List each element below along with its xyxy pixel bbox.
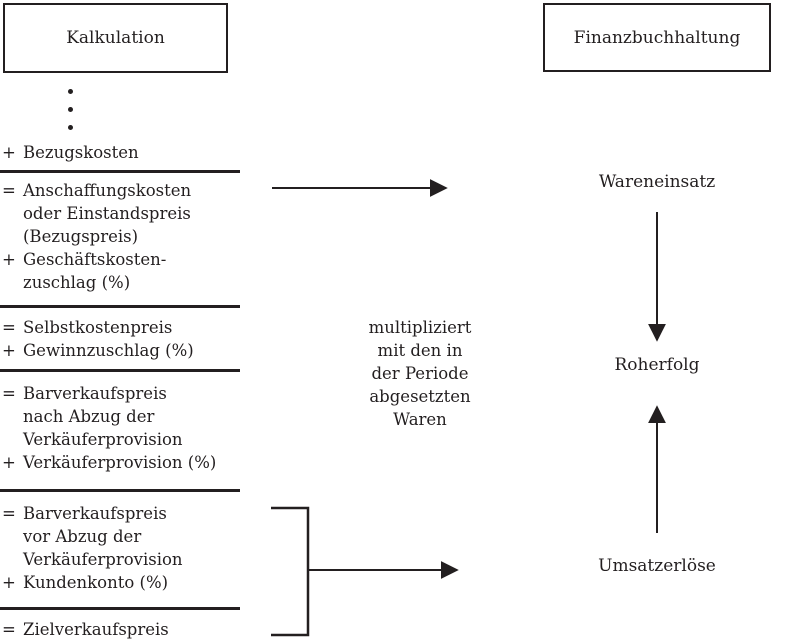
sum-rule [0,369,240,372]
calc-line: oder Einstandspreis [0,202,240,225]
calc-line: (Bezugspreis) [0,225,240,248]
bracket-shape [271,506,310,637]
calc-operator: = [2,620,16,639]
calc-line: = Zielverkaufspreis [0,618,240,641]
calc-line: = Anschaffungskosten [0,179,240,202]
label-wareneinsatz: Wareneinsatz [598,172,716,192]
calc-text: nach Abzug der [23,407,155,426]
calc-text: vor Abzug der [23,527,142,546]
calc-text: Geschäftskosten- [23,250,167,269]
calc-text: Kundenkonto (%) [23,573,169,592]
calc-operator [0,428,23,451]
calc-operator: + [2,573,16,592]
ellipsis-dots-icon [68,89,73,130]
calc-operator: + [2,250,16,269]
calc-block-zielverkaufspreis: = Zielverkaufspreis [0,618,240,641]
calc-text: Verkäuferprovision [23,430,183,449]
calc-operator: + [2,341,16,360]
calc-line: vor Abzug der [0,525,240,548]
calc-text: Zielverkaufspreis [23,620,169,639]
calc-block-barverkaufspreis-vor: = Barverkaufspreis vor Abzug der Verkäuf… [0,502,240,594]
calc-text: Barverkaufspreis [23,384,167,403]
calc-text: zuschlag (%) [23,273,131,292]
kalkulation-box: Kalkulation [3,3,228,73]
calc-operator [0,525,23,548]
calc-line: = Barverkaufspreis [0,502,240,525]
note-line: abgesetzten [369,387,471,406]
calc-operator [0,548,23,571]
calc-operator [0,405,23,428]
calc-operator: = [2,504,16,523]
calc-operator [0,225,23,248]
note-line: multipliziert [368,318,472,337]
calc-line: + Kundenkonto (%) [0,571,240,594]
calc-line: zuschlag (%) [0,271,240,294]
calc-line: + Verkäuferprovision (%) [0,451,240,474]
calc-block-selbstkostenpreis: = Selbstkostenpreis + Gewinnzuschlag (%) [0,316,240,362]
calc-text: Selbstkostenpreis [23,318,173,337]
ellipsis-dot-icon [68,107,73,112]
calc-line: = Selbstkostenpreis [0,316,240,339]
calc-operator [0,202,23,225]
calc-line: Verkäuferprovision [0,428,240,451]
finanzbuchhaltung-title: Finanzbuchhaltung [573,27,741,48]
calc-block-anschaffungskosten: = Anschaffungskosten oder Einstandspreis… [0,179,240,294]
calc-operator: = [2,318,16,337]
calc-operator: = [2,384,16,403]
note-line: der Periode [371,364,469,383]
label-umsatzerloese: Umsatzerlöse [598,556,716,576]
calc-line: Verkäuferprovision [0,548,240,571]
note-line: mit den in [377,341,463,360]
calc-text: Barverkaufspreis [23,504,167,523]
finanzbuchhaltung-box: Finanzbuchhaltung [543,3,771,72]
label-roherfolg: Roherfolg [614,355,700,375]
calc-text: (Bezugspreis) [23,227,139,246]
multiplication-note: multipliziert mit den in der Periode abg… [352,316,488,431]
ellipsis-dot-icon [68,89,73,94]
sum-rule [0,305,240,308]
calc-text: Anschaffungskosten [23,181,192,200]
calc-text: Verkäuferprovision [23,550,183,569]
calc-block-bezugskosten: + Bezugskosten [0,141,240,164]
calc-operator [0,271,23,294]
ellipsis-dot-icon [68,125,73,130]
calc-text: Bezugskosten [23,143,139,162]
calc-text: oder Einstandspreis [23,204,191,223]
note-line: Waren [393,410,447,429]
calc-line: + Bezugskosten [0,141,240,164]
calc-text: Gewinnzuschlag (%) [23,341,194,360]
calc-operator: = [2,181,16,200]
sum-rule [0,170,240,173]
calc-line: nach Abzug der [0,405,240,428]
sum-rule [0,489,240,492]
calc-text: Verkäuferprovision (%) [23,453,217,472]
calc-operator: + [2,453,16,472]
calc-line: + Gewinnzuschlag (%) [0,339,240,362]
calc-line: + Geschäftskosten- [0,248,240,271]
sum-rule [0,607,240,610]
calc-line: = Barverkaufspreis [0,382,240,405]
calc-operator: + [2,143,16,162]
calc-block-barverkaufspreis-nach: = Barverkaufspreis nach Abzug der Verkäu… [0,382,240,474]
kalkulation-title: Kalkulation [66,28,165,48]
